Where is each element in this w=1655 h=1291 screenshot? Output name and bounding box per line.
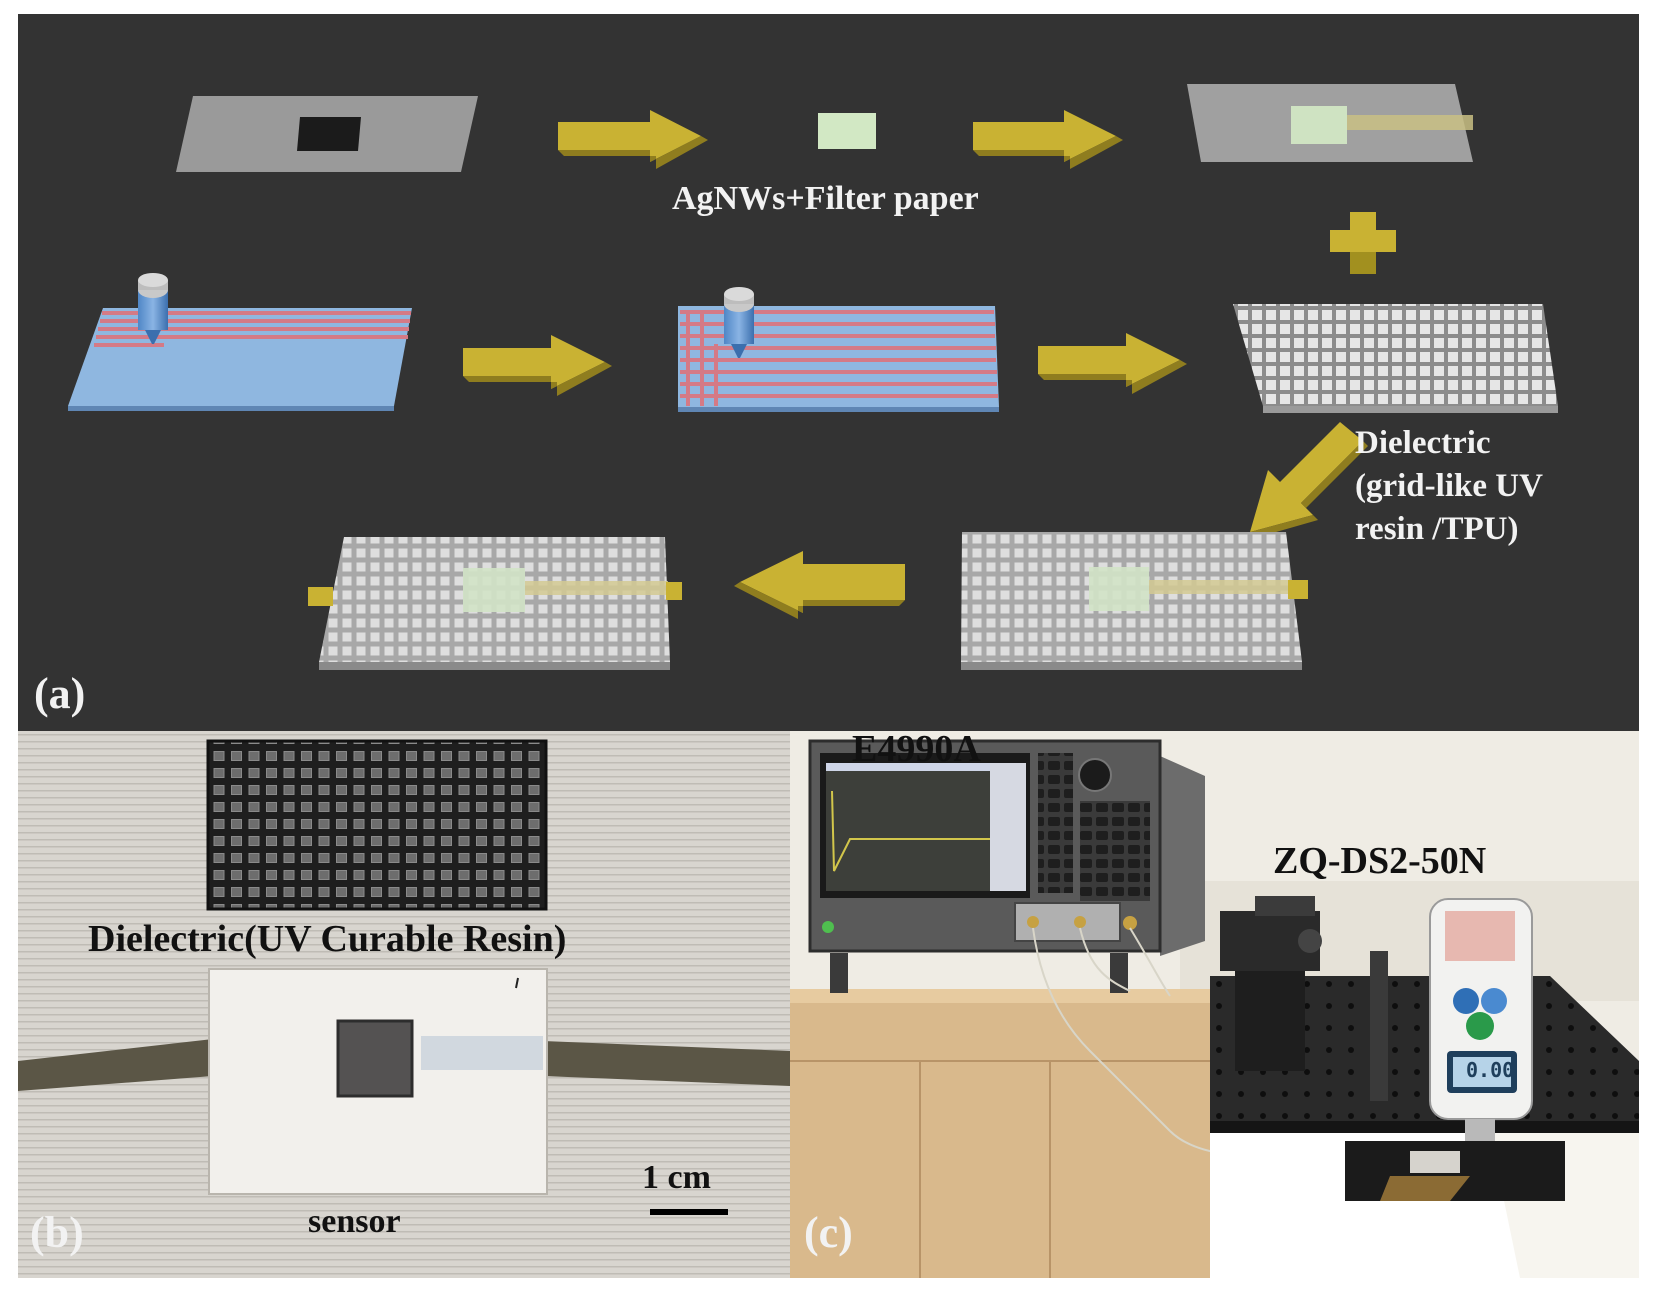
plus-icon bbox=[1330, 212, 1396, 274]
sensor-photo-illustration bbox=[18, 731, 790, 1278]
measurement-setup-illustration bbox=[790, 731, 1639, 1278]
uv-resin-grid-dielectric bbox=[206, 739, 548, 911]
electrode-lead-left bbox=[18, 1039, 213, 1091]
impedance-analyzer-e4990a bbox=[808, 739, 1205, 993]
substrate-with-electrode bbox=[1187, 84, 1473, 162]
electrode-lead-right bbox=[543, 1041, 790, 1086]
force-gauge-zq-ds2-50n bbox=[1370, 898, 1533, 1159]
sensor-caption: sensor bbox=[308, 1203, 401, 1240]
assembled-sensor-stage-1 bbox=[961, 532, 1308, 670]
panel-c-measurement-setup: E4990A ZQ-DS2-50N 0.00 (c) bbox=[790, 731, 1639, 1278]
arrow-down-left bbox=[1250, 422, 1368, 538]
dielectric-caption-line-2: (grid-like UV bbox=[1355, 468, 1543, 504]
arrow-left bbox=[734, 551, 905, 619]
printing-stage-2 bbox=[678, 287, 999, 412]
panel-c-label: (c) bbox=[804, 1208, 853, 1257]
gray-substrate-with-window bbox=[176, 96, 478, 172]
wooden-desk bbox=[790, 981, 1222, 1278]
translation-stage bbox=[1220, 896, 1322, 1071]
sensor-card bbox=[208, 968, 548, 1195]
arrow-right-2 bbox=[973, 110, 1123, 169]
e4990a-caption: E4990A bbox=[852, 731, 981, 770]
print-nozzle-icon bbox=[138, 273, 168, 344]
assembled-sensor-final bbox=[308, 537, 682, 670]
arrow-right-4 bbox=[1038, 333, 1187, 394]
grid-dielectric-layer bbox=[1233, 304, 1558, 413]
force-gauge-readout: 0.00 bbox=[1466, 1058, 1515, 1082]
printing-stage-1 bbox=[68, 273, 412, 411]
scale-bar-label: 1 cm bbox=[642, 1159, 711, 1196]
dielectric-caption-line-1: Dielectric bbox=[1355, 425, 1491, 461]
agnws-filter-paper-piece bbox=[818, 113, 876, 149]
dielectric-caption-line-3: resin /TPU) bbox=[1355, 511, 1519, 547]
agnws-filter-paper-caption: AgNWs+Filter paper bbox=[672, 180, 979, 217]
panel-b-sensor-photo: Dielectric(UV Curable Resin) sensor 1 cm… bbox=[18, 731, 790, 1278]
dielectric-caption: Dielectric (grid-like UV resin /TPU) bbox=[1355, 422, 1543, 551]
arrow-right-3 bbox=[463, 335, 612, 396]
sensor-under-test bbox=[1345, 1141, 1565, 1201]
print-nozzle-icon bbox=[724, 287, 754, 358]
fabrication-process-diagram bbox=[68, 84, 1558, 670]
panel-a-fabrication-schematic: AgNWs+Filter paper Dielectric (grid-like… bbox=[18, 14, 1639, 731]
scale-bar bbox=[650, 1209, 728, 1215]
panel-a-label: (a) bbox=[34, 669, 86, 718]
panel-b-label: (b) bbox=[30, 1208, 84, 1257]
arrow-right-1 bbox=[558, 110, 708, 169]
zq-ds2-50n-caption: ZQ-DS2-50N bbox=[1273, 840, 1487, 882]
dielectric-uv-resin-caption: Dielectric(UV Curable Resin) bbox=[88, 918, 567, 960]
